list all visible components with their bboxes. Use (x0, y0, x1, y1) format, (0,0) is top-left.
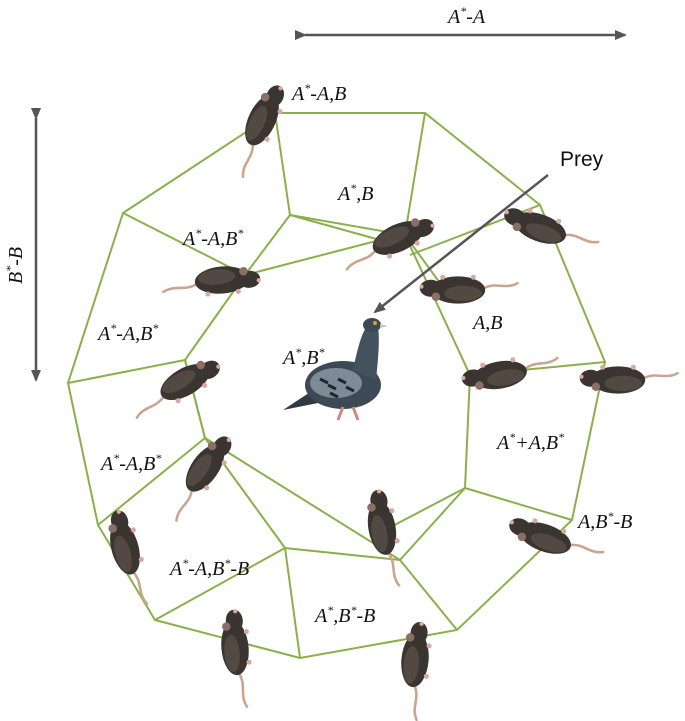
rat-icon (100, 505, 157, 611)
rats (100, 77, 679, 721)
prey-label: Prey (560, 148, 604, 171)
network-edges (66, 112, 607, 660)
rat-icon (497, 199, 603, 263)
position-label: A*-A,B* (101, 451, 162, 475)
position-label: A*-A,B (292, 81, 347, 105)
inner-ring (183, 213, 472, 562)
rat-icon (160, 261, 264, 302)
position-label: A*,B*-B (315, 603, 376, 627)
rat-icon (578, 363, 679, 395)
position-label: A*-A,B* (183, 226, 244, 250)
rat-icon (457, 348, 563, 397)
position-label: A*-A,B* (98, 321, 159, 345)
rat-icon (360, 485, 409, 591)
rat-icon (216, 606, 257, 710)
position-label: A*,B (338, 181, 374, 205)
position-label: A*,B* (283, 345, 325, 369)
position-label: A,B*-B (578, 509, 633, 533)
position-label: A*-A,B*-B (170, 556, 250, 580)
b-range-label: B*-B (3, 246, 27, 284)
a-range-label: A*-A (448, 4, 486, 28)
pigeon-icon (283, 318, 388, 421)
position-label: A,B (473, 312, 503, 334)
outer-ring (66, 112, 607, 660)
rat-icon (337, 208, 441, 279)
rat-icon (418, 273, 519, 305)
position-label: A*+A,B* (497, 430, 565, 454)
prey-pointer-arrow (373, 174, 549, 314)
